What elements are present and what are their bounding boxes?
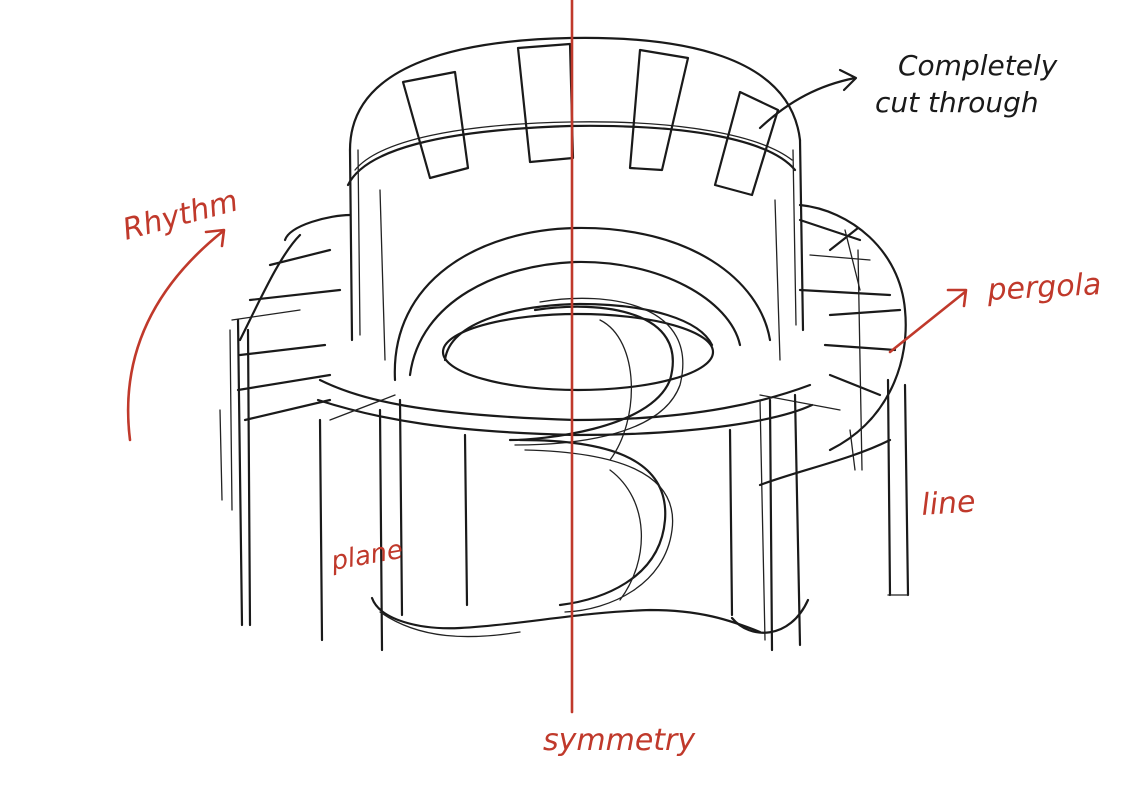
- label-completely: Completely: [898, 49, 1058, 82]
- inner-rings: [395, 228, 770, 390]
- pergola-arrow: [890, 290, 966, 352]
- middle-ring: [232, 205, 906, 450]
- spiral-stair: [510, 298, 683, 612]
- label-symmetry: symmetry: [543, 723, 696, 758]
- upper-cylinder: [348, 38, 803, 360]
- label-cut-through: cut through: [875, 86, 1039, 119]
- label-pergola: pergola: [986, 267, 1103, 308]
- label-line: line: [920, 484, 976, 523]
- label-plane: plane: [328, 535, 405, 577]
- hatched-slots: [403, 44, 778, 195]
- lower-base: [220, 250, 908, 650]
- rhythm-arrow: [128, 230, 224, 440]
